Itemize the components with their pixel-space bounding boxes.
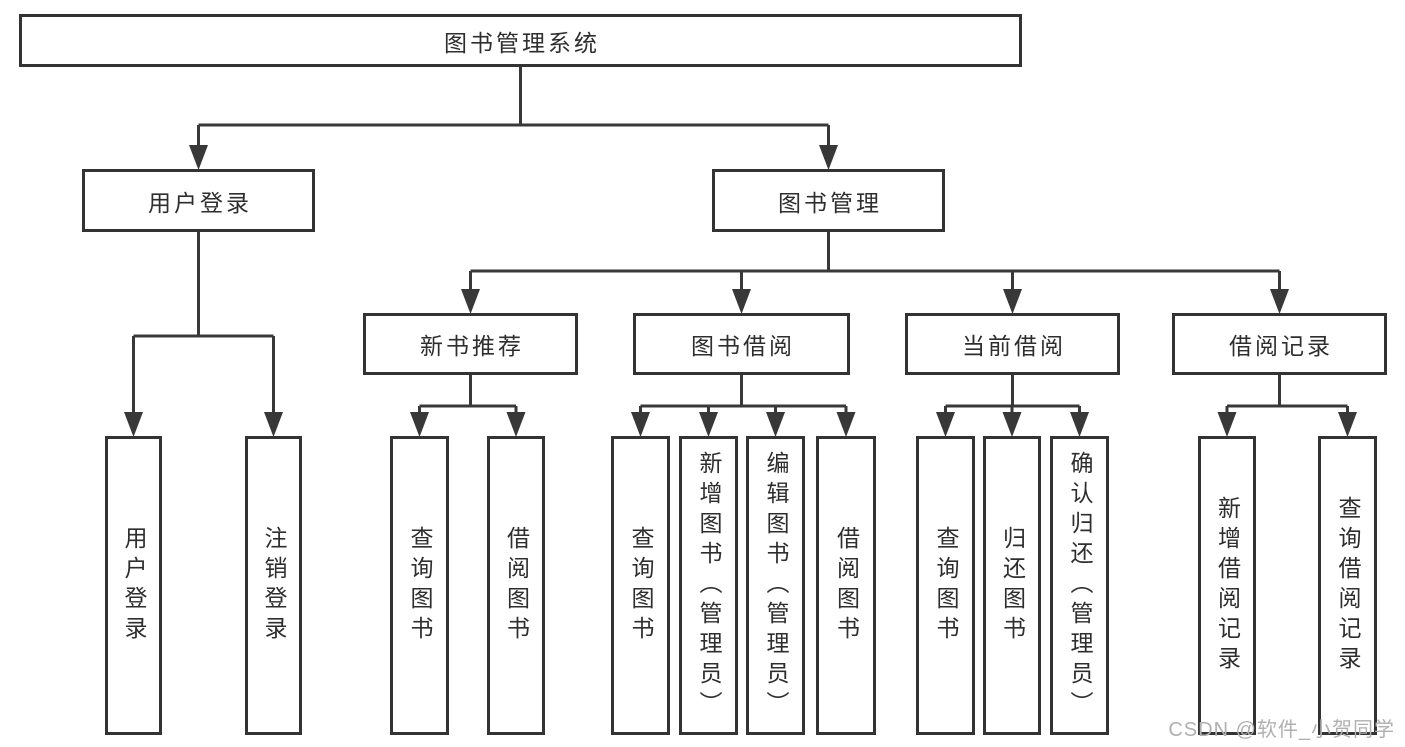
connector-borrowing-to-leaves	[639, 374, 848, 418]
node-label: 当前借阅	[962, 333, 1066, 359]
node-label: 借阅图书	[503, 525, 530, 646]
arrowhead-icon	[1270, 289, 1289, 314]
node-label: 图书管理系统	[444, 29, 600, 56]
node-label: 图书借阅	[691, 333, 795, 359]
csdn-watermark: CSDN @软件_小贺同学	[1168, 719, 1395, 741]
arrowhead-icon	[732, 289, 751, 314]
arrowhead-icon	[506, 412, 526, 437]
connector-newbooks-to-leaves	[418, 374, 518, 418]
connector-userlogin-to-leaves	[132, 232, 275, 417]
node-label: 图书管理	[778, 189, 882, 216]
node-label: 归还图书	[999, 525, 1026, 646]
arrowhead-icon	[1338, 412, 1357, 437]
arrowhead-icon	[410, 412, 429, 437]
node-current-borrowing: 当前借阅	[905, 313, 1120, 375]
arrowhead-icon	[461, 289, 480, 314]
arrowhead-icon	[1070, 412, 1089, 437]
connector-current-to-leaves	[944, 374, 1081, 418]
node-system-root: 图书管理系统	[19, 14, 1022, 67]
connector-records-to-leaves	[1225, 374, 1349, 418]
leaf-borrowing-edit-book-admin: 编辑图书（管理员）	[746, 436, 805, 735]
node-label: 查询借阅记录	[1335, 495, 1361, 676]
node-label: 注销登录	[261, 525, 287, 646]
connector-bookmgmt-to-level3	[469, 232, 1281, 295]
arrowhead-icon	[124, 412, 143, 437]
arrowhead-icon	[631, 412, 650, 437]
node-label: 用户登录	[121, 525, 147, 646]
leaf-newbook-borrow-books: 借阅图书	[487, 436, 545, 735]
leaf-newbook-query-books: 查询图书	[390, 436, 449, 735]
arrowhead-icon	[819, 145, 838, 170]
node-user-login: 用户登录	[82, 169, 315, 232]
node-book-management: 图书管理	[712, 169, 945, 232]
leaf-current-query-books: 查询图书	[916, 436, 975, 735]
node-book-borrowing: 图书借阅	[633, 313, 850, 375]
node-label: 借阅记录	[1229, 333, 1333, 359]
node-label: 查询图书	[628, 525, 654, 646]
node-label: 查询图书	[407, 525, 433, 646]
leaf-logout: 注销登录	[245, 436, 302, 735]
arrowhead-icon	[766, 412, 785, 437]
arrowhead-icon	[1217, 412, 1237, 437]
node-label: 新书推荐	[420, 333, 524, 359]
node-label: 查询图书	[933, 525, 959, 646]
node-label: 借阅图书	[833, 525, 860, 646]
arrowhead-icon	[1002, 412, 1022, 437]
leaf-records-add-record: 新增借阅记录	[1198, 436, 1256, 735]
leaf-borrowing-borrow-books: 借阅图书	[816, 436, 876, 735]
node-label: 新增借阅记录	[1214, 495, 1241, 676]
node-borrow-records: 借阅记录	[1172, 313, 1387, 375]
arrowhead-icon	[189, 145, 208, 170]
arrowhead-icon	[836, 412, 856, 437]
leaf-current-confirm-return-admin: 确认归还（管理员）	[1050, 436, 1109, 735]
node-new-book-recommend: 新书推荐	[363, 313, 578, 375]
leaf-records-query-record: 查询借阅记录	[1318, 436, 1377, 735]
node-label: 用户登录	[148, 189, 252, 216]
arrowhead-icon	[699, 412, 718, 437]
node-label: 新增图书（管理员）	[696, 450, 722, 721]
leaf-current-return-books: 归还图书	[983, 436, 1041, 735]
leaf-user-login: 用户登录	[105, 436, 162, 735]
arrowhead-icon	[1003, 289, 1022, 314]
connector-root-to-level2	[197, 67, 830, 150]
node-label: 确认归还（管理员）	[1067, 450, 1093, 721]
node-label: 编辑图书（管理员）	[763, 450, 789, 721]
leaf-borrowing-query-books: 查询图书	[611, 436, 670, 735]
arrowhead-icon	[264, 412, 283, 437]
arrowhead-icon	[936, 412, 955, 437]
leaf-borrowing-add-book-admin: 新增图书（管理员）	[679, 436, 738, 735]
